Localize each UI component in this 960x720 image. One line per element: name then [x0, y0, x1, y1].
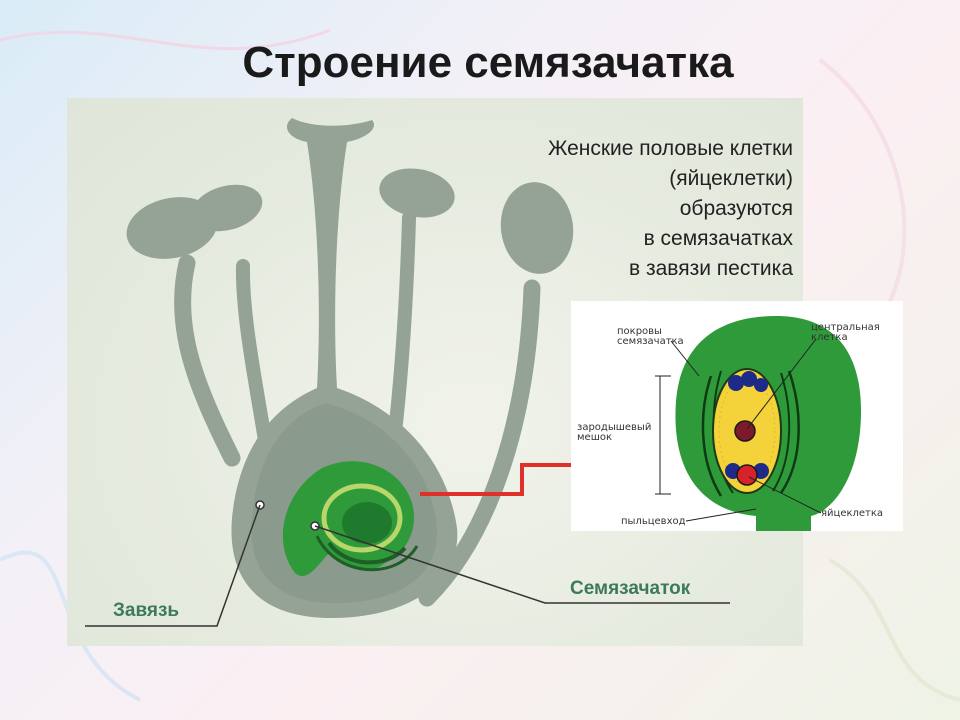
- info-line-1: Женские половые клетки: [547, 137, 793, 160]
- integument-inner-line-3: [779, 370, 800, 494]
- anther-right-outer: [500, 182, 574, 274]
- central-cell-nucleus: [734, 420, 756, 442]
- stamen-left-inner: [235, 259, 274, 460]
- detail-label-central-cell: центральная клетка: [811, 322, 880, 343]
- ovary-leader-line: [85, 504, 261, 627]
- info-line-5: в завязи пестика: [628, 257, 793, 280]
- integument-inner-line: [701, 375, 723, 497]
- slide-title: Строение семязачатка: [242, 38, 734, 87]
- stamen-left-outer: [174, 254, 241, 467]
- info-line-4: в семязачатках: [643, 227, 793, 250]
- egg-apparatus: [725, 463, 769, 486]
- detail-label-micropyle: пыльцевход: [621, 516, 686, 527]
- detail-label-integuments: покровы семязачатка: [617, 326, 684, 347]
- integument-inner-line-4: [772, 372, 791, 492]
- pistil-illustration: [85, 118, 730, 627]
- info-line-2: (яйцеклетки): [669, 167, 793, 190]
- detail-label-embryo-sac: зародышевый мешок: [577, 422, 652, 443]
- pointer-egg-cell: [748, 476, 822, 514]
- ovule-shape: [282, 461, 419, 577]
- ovule-detail-inset: покровы семязачатка центральная клетка з…: [571, 301, 903, 531]
- pointer-micropyle: [685, 508, 757, 522]
- ovule-detail-illustration: [655, 316, 861, 531]
- info-line-3: образуются: [679, 197, 793, 220]
- ovule-leader-line: [314, 525, 730, 604]
- detail-label-egg-cell: яйцеклетка: [821, 508, 884, 519]
- info-text: Женские половые клетки (яйцеклетки) обра…: [433, 134, 793, 284]
- label-ovary: Завязь: [113, 600, 180, 621]
- label-ovule: Семязачаток: [570, 578, 691, 599]
- anther-left-inner: [191, 184, 263, 232]
- pointer-central-cell: [746, 338, 817, 430]
- anther-right-inner: [379, 168, 455, 218]
- antipodal-cells: [728, 371, 768, 392]
- pointer-integuments: [670, 340, 700, 377]
